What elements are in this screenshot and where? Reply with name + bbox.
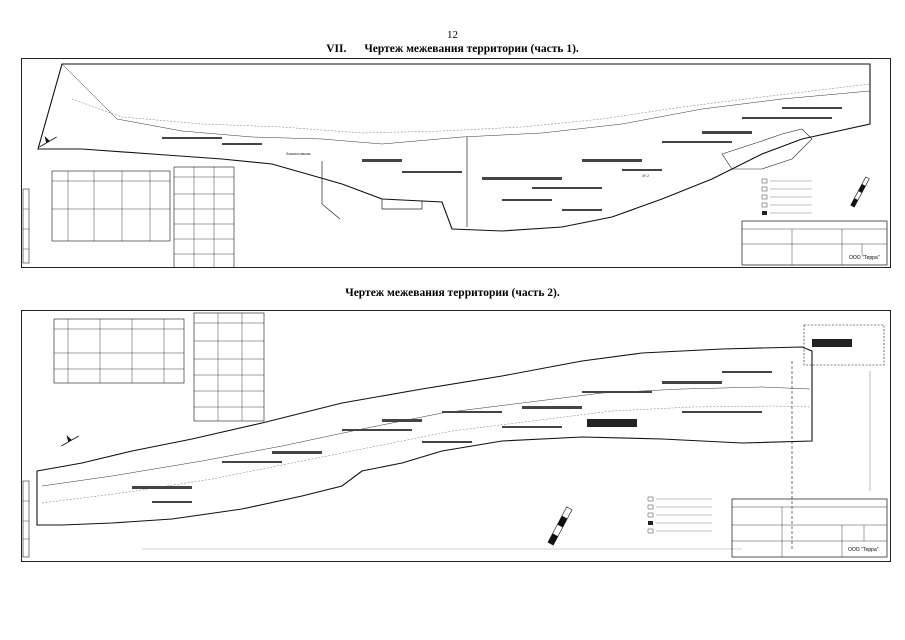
- side-stamp: [22, 188, 30, 264]
- legend: [647, 496, 712, 534]
- svg-text:ЗУ 2: ЗУ 2: [642, 174, 649, 178]
- road-line: [61, 63, 871, 145]
- coordinates-table: [193, 312, 265, 422]
- coordinates-table: [173, 166, 235, 267]
- drawing-sheet-part-2: ООО "Терра": [21, 310, 891, 562]
- side-stamp: [22, 480, 30, 558]
- section-1-heading: VII. Чертеж межевания территории (часть 1…: [0, 43, 905, 55]
- company-name: ООО "Терра": [849, 255, 880, 261]
- drawing-sheet-part-1: ЗУ 2 Ломоносовская: [21, 58, 891, 268]
- territory-boundary: [37, 63, 871, 232]
- section-1-title: Чертеж межевания территории (часть 1).: [364, 43, 579, 55]
- title-block: [741, 220, 888, 266]
- section-numeral: VII.: [326, 43, 347, 55]
- north-arrow: [61, 434, 79, 447]
- terrain-details: [162, 107, 842, 211]
- plot-label: [587, 419, 637, 427]
- land-plots-table: [53, 318, 185, 384]
- scale-bar: [850, 176, 870, 208]
- north-arrow: [39, 135, 57, 148]
- land-plots-table: [51, 170, 171, 242]
- company-name: ООО "Терра": [848, 547, 879, 553]
- drawing-part-2: [22, 312, 888, 558]
- adjacent-plot: [803, 324, 885, 366]
- terrain-details: [132, 371, 772, 503]
- territory-boundary: [36, 346, 813, 526]
- drawing-part-1: ЗУ 2 Ломоносовская: [22, 63, 888, 267]
- section-2-heading: Чертеж межевания территории (часть 2).: [345, 287, 560, 299]
- scale-bar: [547, 506, 573, 546]
- page-number: 12: [447, 29, 458, 41]
- legend: [761, 178, 812, 215]
- title-block: [731, 498, 888, 558]
- svg-text:Ломоносовская: Ломоносовская: [286, 152, 311, 156]
